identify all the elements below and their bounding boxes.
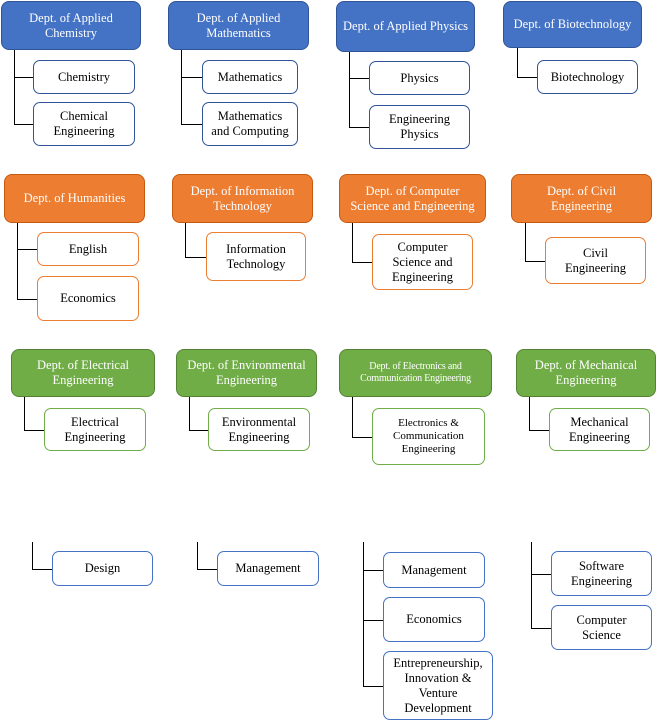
department-box: Dept. of Design — [49, 510, 129, 525]
connector-line — [525, 260, 545, 262]
department-box: Dept. of Information Technology — [172, 174, 313, 223]
connector-line — [17, 249, 37, 250]
program-box: Engineering Physics — [369, 105, 470, 149]
program-box: Mechanical Engineering — [549, 408, 650, 451]
connector-line — [32, 568, 52, 570]
program-box: Computer Science — [551, 605, 652, 650]
program-box: English — [37, 232, 139, 266]
department-box: Delhi School of Management — [214, 503, 295, 532]
program-box: Environmental Engineering — [208, 408, 310, 451]
connector-line — [24, 429, 44, 431]
program-box: Economics — [37, 276, 139, 321]
program-box: Mathematics and Computing — [202, 102, 298, 146]
department-box: Dept. of Software Engineering — [543, 503, 633, 532]
connector-line — [531, 627, 551, 629]
connector-line — [531, 542, 532, 628]
program-box: Mathematics — [202, 60, 298, 94]
department-box: Dept. of Electrical Engineering — [11, 349, 155, 397]
department-box: Dept. of Mechanical Engineering — [516, 349, 656, 397]
connector-line — [349, 127, 369, 128]
connector-line — [14, 124, 33, 125]
program-box: Management — [217, 551, 319, 586]
connector-line — [14, 77, 33, 78]
connector-line — [181, 77, 202, 78]
program-box: Chemistry — [33, 60, 135, 94]
department-box: Dept. of Biotechnology — [503, 1, 642, 48]
department-box: Dept. of Applied Mathematics — [168, 1, 309, 50]
department-box: Dept. of Applied Chemistry — [1, 1, 141, 50]
connector-line — [189, 397, 190, 430]
department-box: Dept. of Civil Engineering — [511, 174, 652, 223]
connector-line — [197, 568, 217, 570]
program-box: Biotechnology — [537, 60, 638, 94]
program-box: Management — [383, 552, 485, 588]
connector-line — [185, 256, 206, 258]
department-box: Dept. of Applied Physics — [336, 1, 475, 52]
department-box: Dept. of Humanities — [4, 174, 145, 223]
connector-line — [14, 50, 15, 124]
program-box: Design — [52, 551, 153, 586]
department-box: Dept. of Environmental Engineering — [176, 349, 317, 397]
department-box: Dept. of Electronics and Communication E… — [339, 349, 492, 397]
connector-line — [352, 223, 353, 262]
program-box: Economics — [383, 597, 485, 642]
program-box: Physics — [369, 61, 470, 95]
connector-line — [529, 429, 549, 431]
program-box: Information Technology — [206, 232, 306, 281]
connector-line — [352, 436, 372, 438]
connector-line — [197, 542, 198, 569]
program-box: Civil Engineering — [545, 237, 646, 284]
connector-line — [349, 52, 350, 127]
connector-line — [17, 223, 18, 299]
connector-line — [363, 685, 383, 687]
program-box: Software Engineering — [551, 551, 652, 596]
connector-line — [349, 78, 369, 79]
connector-line — [525, 223, 526, 261]
department-box: Dept. of Computer Science and Engineerin… — [339, 174, 486, 223]
connector-line — [17, 298, 37, 300]
program-box: Entrepreneurship, Innovation & Venture D… — [383, 651, 493, 720]
program-box: Electrical Engineering — [44, 408, 146, 451]
connector-line — [189, 429, 208, 431]
connector-line — [181, 50, 182, 124]
connector-line — [181, 124, 202, 125]
program-box: Computer Science and Engineering — [372, 234, 473, 290]
connector-line — [529, 397, 530, 430]
connector-line — [363, 542, 364, 686]
connector-line — [185, 223, 186, 257]
program-box: Chemical Engineering — [33, 102, 135, 146]
connector-line — [517, 48, 518, 77]
connector-line — [517, 77, 537, 78]
connector-line — [32, 542, 33, 569]
connector-line — [363, 619, 383, 621]
program-box: Electronics & Communication Engineering — [372, 408, 485, 465]
connector-line — [352, 262, 372, 263]
connector-line — [531, 573, 551, 575]
connector-line — [352, 397, 353, 437]
connector-line — [363, 570, 383, 571]
department-box: USME — [402, 510, 438, 525]
connector-line — [24, 397, 25, 430]
